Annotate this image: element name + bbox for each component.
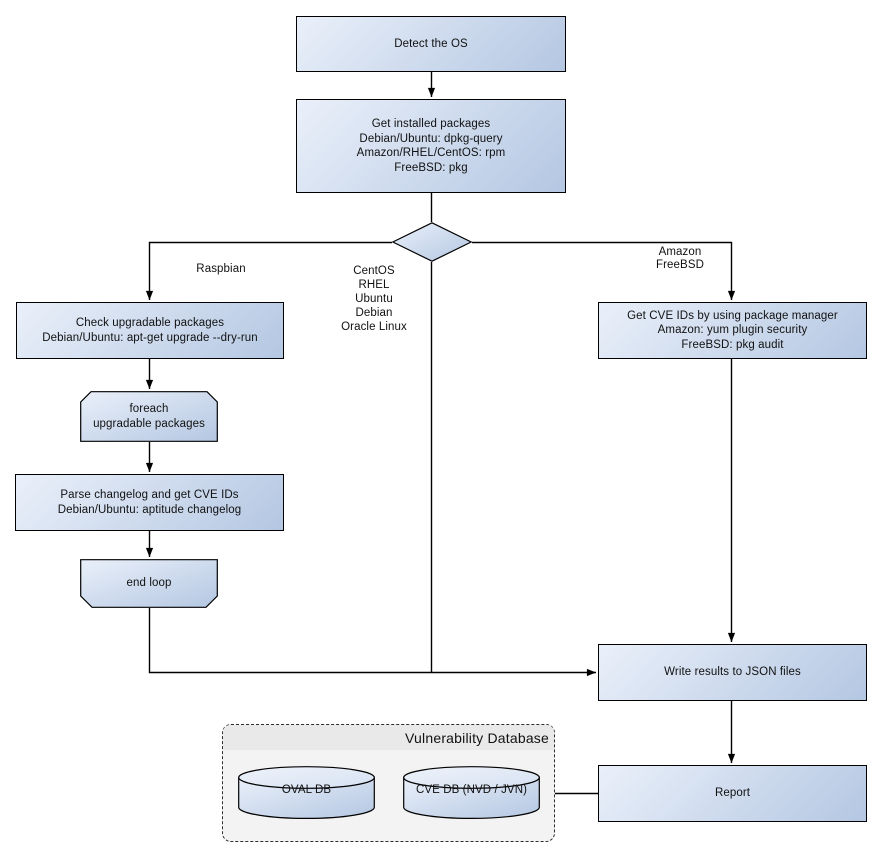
node-label: FreeBSD: pkg [394, 161, 468, 174]
node-oval-db: OVAL DB [238, 766, 375, 819]
node-label: end loop [126, 577, 172, 590]
node-check-upgradable: Check upgradable packages Debian/Ubuntu:… [16, 302, 284, 359]
node-detect-os: Detect the OS [296, 16, 566, 72]
node-label-group: foreach upgradable packages [93, 402, 205, 431]
node-label: Get installed packages [371, 118, 491, 130]
node-label: Check upgradable packages [75, 317, 225, 329]
node-cve-db: CVE DB (NVD / JVN) [403, 766, 540, 819]
edge-label-amazon-freebsd: Amazon FreeBSD [640, 246, 720, 271]
edge-decision-to-getcve [472, 241, 736, 301]
node-get-cve-ids: Get CVE IDs by using package manager Ama… [598, 302, 867, 359]
node-label: OVAL DB [281, 784, 332, 796]
edge-label-line: Ubuntu [355, 293, 393, 305]
group-title: Vulnerability Database [223, 725, 554, 750]
node-label: Debian/Ubuntu: apt-get upgrade --dry-run [42, 331, 258, 344]
node-label: Debian/Ubuntu: aptitude changelog [57, 503, 242, 516]
edge-label-line: FreeBSD [656, 258, 704, 271]
node-report: Report [598, 765, 867, 822]
node-label: Amazon/RHEL/CentOS: rpm [356, 147, 506, 159]
node-end-loop: end loop [80, 559, 218, 608]
node-get-installed-packages: Get installed packages Debian/Ubuntu: dp… [296, 99, 566, 193]
node-label: CVE DB (NVD / JVN) [415, 784, 528, 796]
edge-label-line: Debian [355, 307, 393, 319]
node-label: Write results to JSON files [664, 666, 801, 679]
node-label: foreach [129, 403, 169, 415]
database-cylinder-icon [238, 766, 375, 819]
vulnerability-database-group: Vulnerability Database [222, 724, 555, 842]
edge-label-line: Oracle Linux [341, 321, 407, 333]
node-os-decision-diamond [392, 222, 472, 262]
node-label-group: end loop [127, 576, 172, 591]
loop-end-shape [80, 559, 218, 608]
node-write-results: Write results to JSON files [598, 644, 867, 701]
edge-label-line: Amazon [658, 246, 702, 258]
edge-endloop-to-write [148, 608, 597, 677]
node-label: Detect the OS [394, 37, 468, 50]
node-label: Get CVE IDs by using package manager [627, 309, 838, 322]
loop-begin-shape [80, 391, 218, 442]
edge-label-line: RHEL [358, 279, 390, 291]
node-label: FreeBSD: pkg audit [681, 338, 784, 351]
database-cylinder-icon [403, 766, 540, 819]
node-label: upgradable packages [93, 417, 205, 430]
node-label: Parse changelog and get CVE IDs [60, 489, 239, 501]
edge-decision-to-check [145, 241, 392, 301]
edge-label-raspbian: Raspbian [196, 263, 246, 275]
diamond-shape [392, 222, 472, 262]
edge-label-line: CentOS [353, 265, 395, 277]
edge-label-os-list: CentOS RHEL Ubuntu Debian Oracle Linux [324, 264, 424, 334]
node-label: Amazon: yum plugin security [657, 324, 808, 337]
node-label: Report [714, 787, 751, 800]
node-foreach-loop: foreach upgradable packages [80, 391, 218, 442]
node-label: Debian/Ubuntu: dpkg-query [359, 132, 503, 145]
node-parse-changelog: Parse changelog and get CVE IDs Debian/U… [15, 474, 284, 531]
